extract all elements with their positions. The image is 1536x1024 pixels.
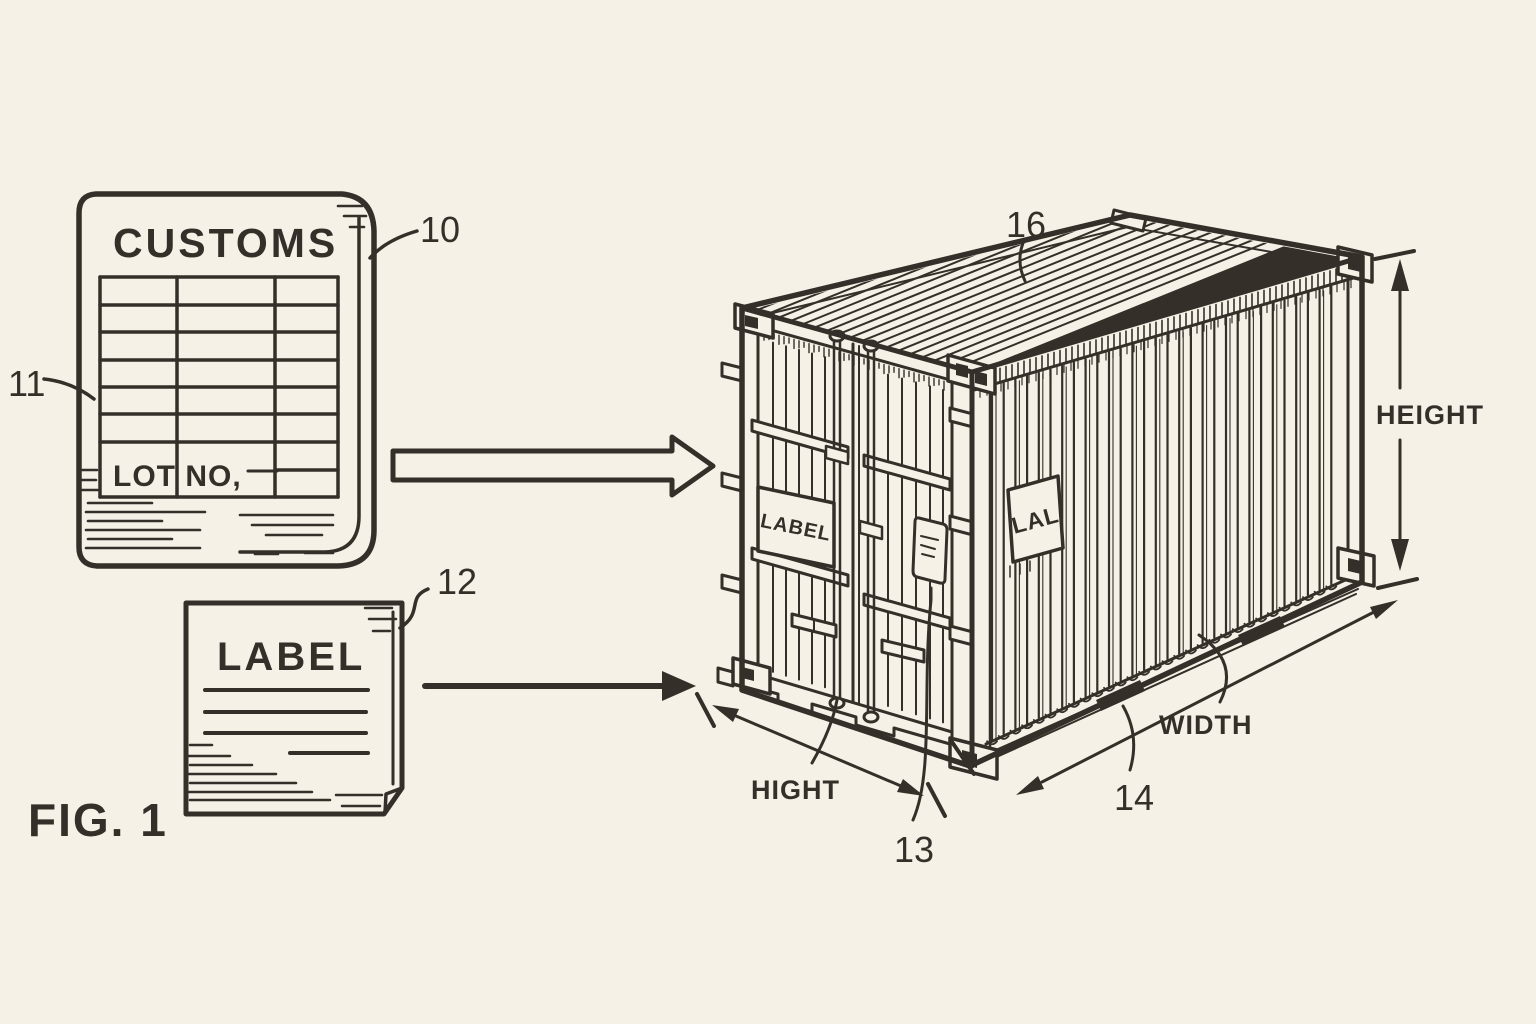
ref-12-number: 12: [437, 561, 477, 602]
shipping-container: LAL LABEL: [716, 208, 1376, 781]
ref-13-leader-line: [911, 586, 933, 822]
left-door-bar-lower: [750, 546, 850, 588]
width-extension-tick-left: [950, 740, 976, 776]
width-dimension: WIDTH: [950, 600, 1398, 795]
side-bottom-rail-line-1: [984, 574, 1356, 746]
customs-lot-no-label: LOT NO,: [113, 460, 242, 493]
casting-hole: [742, 667, 754, 681]
width-arrowhead-right: [1370, 600, 1398, 619]
rod-keeper: [858, 519, 884, 541]
customs-table-grid: [98, 275, 340, 499]
ref-10-callout: 10: [368, 209, 460, 260]
side-bottom-rail-line-3: [989, 593, 1357, 761]
hight-arrowhead-right: [897, 779, 924, 796]
label-to-container-arrow: [422, 671, 696, 701]
hight-dimension: HIGHT: [695, 692, 947, 818]
width-arrowhead-left: [1016, 776, 1044, 795]
casting-hole: [975, 371, 987, 386]
rod-bottom-cam: [862, 710, 880, 724]
ref-16-callout: 16: [1006, 204, 1046, 283]
customs-title: CUSTOMS: [113, 220, 338, 266]
tag-text-line: [920, 544, 936, 550]
side-label-plate-outline: [1006, 474, 1065, 564]
label-folded-corner: [383, 786, 404, 815]
hight-dimension-label: HIGHT: [751, 775, 840, 805]
hight-extension-tick-left: [695, 692, 716, 728]
hinge-block: [720, 573, 744, 595]
hinge-block: [720, 361, 744, 383]
height-extension-tick-top: [1373, 249, 1416, 261]
side-corrugation-lines: [986, 285, 1338, 746]
rod-keeper: [824, 444, 850, 466]
side-roof-edge: [969, 254, 1365, 375]
ref-12-leader-line: [398, 587, 430, 630]
door-label-plate: LABEL: [756, 485, 836, 569]
casting-flange: [716, 666, 735, 688]
ref-14-callout: 14: [1114, 704, 1154, 818]
ref-10-leader-line: [368, 229, 419, 260]
tag-text-line: [921, 553, 935, 558]
side-top-rail-inner-line: [972, 274, 1362, 392]
label-text-lines: [186, 606, 398, 808]
height-arrowhead-down: [1391, 539, 1409, 571]
ref-13-number: 13: [894, 829, 934, 870]
customs-page-stack-edge: [238, 216, 361, 554]
side-label-plate: LAL: [1006, 474, 1065, 578]
width-leader-line: [1197, 633, 1229, 704]
ref-11-leader-line: [42, 377, 96, 401]
width-dim-shaft: [1040, 610, 1376, 784]
door-sill-line: [758, 673, 954, 734]
right-door-locking-rod: [858, 339, 926, 724]
customs-to-container-arrow: [390, 434, 716, 498]
casting-hole: [745, 315, 758, 329]
hight-extension-tick-right: [926, 782, 947, 818]
width-dimension-label: WIDTH: [1159, 710, 1252, 740]
ref-14-number: 14: [1114, 777, 1154, 818]
label-document-outline: [183, 600, 405, 817]
customs-document: CUSTOMS LOT NO,: [76, 191, 377, 569]
label-title: LABEL: [217, 635, 365, 679]
height-extension-tick-bottom: [1376, 577, 1419, 590]
hinge-block: [720, 471, 744, 493]
ref-10-number: 10: [420, 209, 460, 250]
front-top-rail-inner-line: [740, 320, 974, 388]
ref-12-callout: 12: [398, 561, 477, 630]
ref-16-number: 16: [1006, 204, 1046, 245]
casting-hole: [1348, 558, 1361, 574]
ref-11-callout: 11: [8, 363, 96, 404]
hight-leader-line: [810, 698, 839, 765]
right-door-bar-upper: [862, 453, 952, 492]
ref-16-leader-line: [1018, 241, 1027, 283]
door-tag: [911, 516, 949, 585]
hight-arrowhead-left: [712, 705, 739, 722]
left-door-locking-rod: [790, 329, 850, 710]
height-dimension: HEIGHT: [1373, 249, 1484, 590]
front-roof-edge: [739, 305, 975, 375]
door-tag-outline: [911, 516, 949, 585]
ref-11-number: 11: [8, 363, 45, 404]
height-dimension-label: HEIGHT: [1376, 400, 1484, 430]
customs-document-outline: [76, 191, 377, 569]
label-arrow-head: [662, 671, 696, 701]
tag-text-line: [920, 535, 939, 541]
ref-13-callout: 13: [894, 586, 934, 870]
customs-text-lines: [78, 204, 368, 556]
figure-label: FIG. 1: [28, 794, 168, 846]
height-arrowhead-up: [1391, 259, 1409, 291]
container-silhouette: [739, 212, 1365, 769]
label-document: LABEL: [183, 600, 405, 817]
ref-14-leader-line: [1121, 704, 1136, 772]
